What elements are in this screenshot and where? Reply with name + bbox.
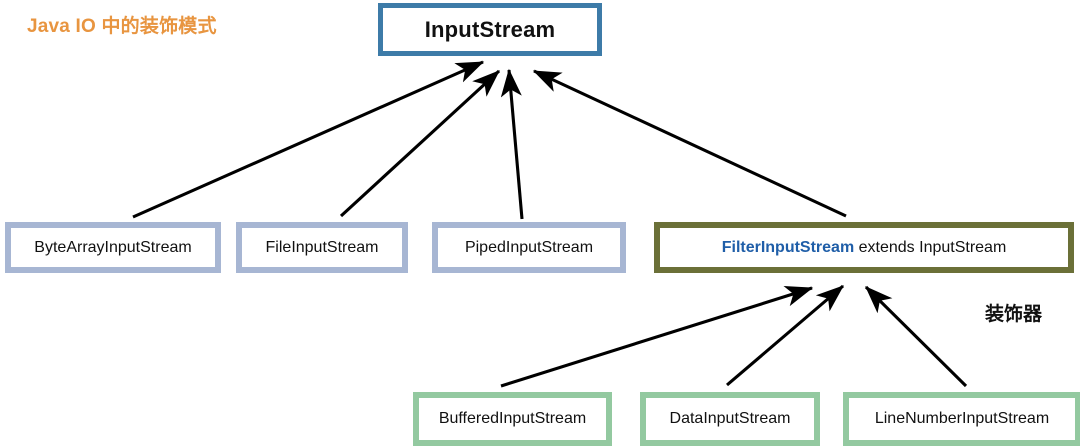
node-bufferedinputstream[interactable]: BufferedInputStream bbox=[413, 392, 612, 446]
edge-filter-to-inputstream bbox=[532, 69, 847, 218]
edge-data-to-filter bbox=[725, 284, 845, 387]
diagram-title: Java IO 中的装饰模式 bbox=[27, 16, 217, 37]
edge-piped-to-inputstream bbox=[500, 68, 524, 220]
edge-buffered-to-filter bbox=[500, 285, 814, 388]
node-linenumberinputstream[interactable]: LineNumberInputStream bbox=[843, 392, 1080, 446]
edge-linenumber-to-filter bbox=[864, 285, 968, 388]
decorator-annotation: 装饰器 bbox=[985, 304, 1043, 325]
node-datainputstream-label: DataInputStream bbox=[669, 410, 791, 427]
node-linenumberinputstream-label: LineNumberInputStream bbox=[874, 410, 1050, 427]
node-filterinputstream-extends: extends InputStream bbox=[854, 238, 1007, 256]
node-bytearrayinputstream-label: ByteArrayInputStream bbox=[34, 238, 192, 256]
node-inputstream-label: InputStream bbox=[424, 16, 556, 42]
edge-file-to-inputstream bbox=[339, 69, 501, 218]
node-filterinputstream-keyword: FilterInputStream bbox=[721, 238, 855, 256]
node-filterinputstream-label: FilterInputStream extends InputStream bbox=[722, 239, 1007, 257]
node-filterinputstream[interactable]: FilterInputStream extends InputStream bbox=[654, 222, 1074, 273]
node-datainputstream[interactable]: DataInputStream bbox=[640, 392, 820, 446]
edge-bytearray-to-inputstream bbox=[132, 60, 485, 219]
node-fileinputstream-label: FileInputStream bbox=[265, 238, 379, 256]
node-pipedinputstream-label: PipedInputStream bbox=[464, 238, 594, 256]
node-pipedinputstream[interactable]: PipedInputStream bbox=[432, 222, 626, 273]
node-inputstream[interactable]: InputStream bbox=[378, 3, 602, 56]
node-fileinputstream[interactable]: FileInputStream bbox=[236, 222, 408, 273]
node-bytearrayinputstream[interactable]: ByteArrayInputStream bbox=[5, 222, 221, 273]
node-bufferedinputstream-label: BufferedInputStream bbox=[438, 410, 587, 427]
